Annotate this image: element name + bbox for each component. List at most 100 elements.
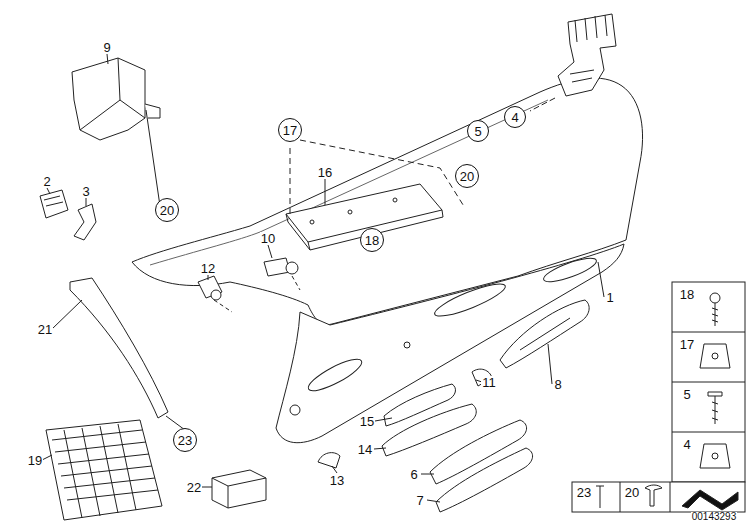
bumper-cover	[150, 100, 548, 265]
callout-circle: 5	[467, 120, 489, 142]
bumper-cover	[305, 354, 365, 396]
callout-number: 14	[357, 443, 373, 456]
callout-number: 10	[260, 232, 276, 245]
trims	[436, 448, 533, 512]
fastener-legend	[712, 353, 718, 359]
callout-number: 18	[679, 288, 695, 301]
plate-16	[290, 140, 465, 215]
leader-lines	[332, 466, 337, 473]
callout-circle: 18	[360, 228, 384, 252]
bracket-9	[72, 58, 160, 140]
callout-number: 12	[200, 262, 216, 275]
callout-number: 4	[682, 438, 691, 451]
callout-number: 15	[359, 415, 375, 428]
plate-16	[348, 210, 352, 214]
fastener-legend	[708, 392, 722, 396]
plate-16	[393, 198, 397, 202]
fastener-legend	[700, 444, 730, 468]
callout-number: 5	[682, 388, 691, 401]
fastener-legend	[596, 486, 604, 508]
bumper-cover	[404, 342, 410, 348]
callout-number: 9	[102, 41, 111, 54]
wiring-harness	[530, 98, 555, 111]
callout-number: 19	[27, 454, 43, 467]
callout-circle: 20	[455, 164, 479, 188]
leader-lines	[268, 245, 272, 258]
callout-number: 3	[81, 185, 90, 198]
callout-number: 23	[178, 434, 192, 447]
grille-19	[64, 424, 136, 518]
clips	[74, 204, 96, 240]
callout-number: 22	[186, 481, 202, 494]
callout-number: 2	[42, 175, 51, 188]
sensors	[211, 290, 221, 300]
plate-16	[286, 140, 465, 250]
wiring-harness	[558, 14, 616, 96]
leader-lines	[42, 54, 604, 502]
wiring-harness	[530, 14, 616, 111]
callout-number: 11	[481, 376, 497, 389]
bumper-cover	[541, 254, 598, 286]
wiring-harness	[570, 15, 607, 82]
fastener-legend	[645, 485, 662, 506]
grille-19	[46, 420, 162, 520]
leader-lines	[325, 179, 326, 205]
box-22	[212, 470, 266, 508]
leader-lines	[52, 300, 82, 329]
leader-lines	[86, 198, 87, 206]
callout-number: 13	[329, 474, 345, 487]
leader-lines	[107, 54, 108, 64]
bumper-cover	[290, 405, 300, 415]
fastener-legend	[572, 482, 745, 512]
fastener-legend	[712, 396, 718, 424]
callout-number: 8	[553, 378, 562, 391]
callout-number: 23	[576, 486, 592, 499]
callout-number: 6	[409, 468, 418, 481]
callout-number: 5	[474, 125, 481, 138]
callout-circle: 17	[278, 118, 302, 142]
callout-number: 20	[624, 486, 640, 499]
callout-number: 4	[511, 111, 518, 124]
sensors	[198, 258, 300, 312]
fastener-legend	[700, 344, 730, 368]
plate-16	[310, 220, 314, 224]
callout-number: 18	[365, 234, 379, 247]
trims	[318, 453, 340, 468]
callout-number: 17	[283, 124, 297, 137]
clips	[40, 190, 96, 240]
fastener-legend	[620, 482, 670, 512]
fastener-legend	[682, 490, 738, 510]
fastener-legend	[672, 332, 745, 432]
leader-lines	[427, 500, 440, 502]
leader-lines	[374, 448, 386, 449]
callout-circle: 20	[155, 198, 179, 222]
trims	[500, 300, 589, 368]
trims	[318, 300, 589, 512]
drawing-number: 00143293	[691, 512, 738, 522]
bumper-cover	[432, 278, 508, 321]
fastener-legend	[710, 293, 720, 303]
callout-number: 1	[605, 291, 614, 304]
fastener-legend	[572, 282, 745, 512]
leader-lines	[375, 418, 392, 421]
grille-19	[46, 420, 162, 520]
clips	[44, 196, 63, 206]
leader-lines	[548, 344, 552, 384]
sensors	[286, 262, 298, 274]
fastener-legend	[712, 453, 718, 459]
fastener-legend	[672, 282, 745, 482]
fastener-legend	[712, 303, 718, 326]
callout-number: 21	[37, 323, 53, 336]
leader-lines	[208, 275, 209, 280]
callout-number: 20	[160, 204, 174, 217]
strip-21	[70, 278, 168, 418]
leader-lines	[202, 487, 212, 488]
sensors	[214, 276, 300, 312]
callout-number: 17	[679, 338, 695, 351]
leader-lines	[42, 455, 52, 460]
leader-lines	[421, 474, 434, 475]
box-22	[212, 470, 266, 508]
leader-lines	[47, 188, 50, 194]
clips	[40, 190, 68, 218]
